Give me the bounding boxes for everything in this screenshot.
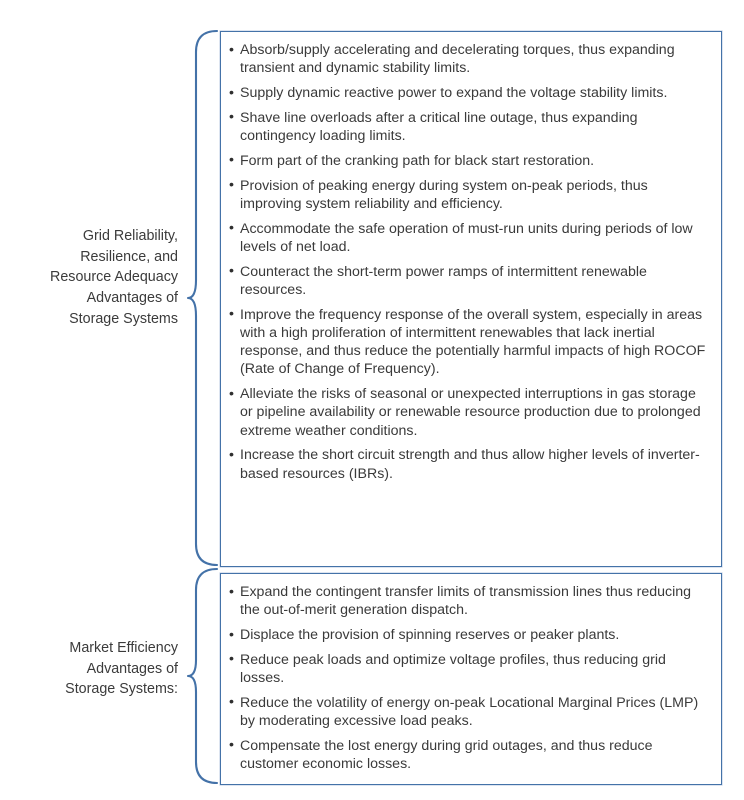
label-line: Grid Reliability,	[82, 228, 178, 244]
label-line: Storage Systems:	[65, 681, 178, 698]
label-line: Resource Adequacy	[50, 269, 178, 286]
list-item: Absorb/supply accelerating and decelerat…	[229, 41, 711, 78]
list-item: Reduce the volatility of energy on-peak …	[229, 693, 711, 731]
label-line: Storage Systems	[69, 310, 178, 327]
bullet-list-grid-reliability: Absorb/supply accelerating and decelerat…	[229, 41, 711, 483]
bullet-list-market-efficiency: Expand the contingent transfer limits of…	[229, 583, 711, 773]
list-item: Supply dynamic reactive power to expand …	[229, 83, 711, 102]
list-item: Accommodate the safe operation of must-r…	[229, 219, 711, 257]
label-line: Advantages of	[86, 660, 178, 677]
content-box-grid-reliability: Absorb/supply accelerating and decelerat…	[220, 31, 722, 567]
curly-brace-icon-market-efficiency	[186, 567, 219, 785]
list-item: Compensate the lost energy during grid o…	[229, 736, 711, 774]
label-line: Market Efficiency	[69, 640, 178, 656]
section-label-market-efficiency: Market Efficiency Advantages of Storage …	[8, 638, 178, 700]
content-box-market-efficiency: Expand the contingent transfer limits of…	[220, 573, 722, 785]
list-item: Reduce peak loads and optimize voltage p…	[229, 650, 711, 688]
list-item: Alleviate the risks of seasonal or unexp…	[229, 385, 711, 440]
list-item: Increase the short circuit strength and …	[229, 446, 711, 483]
list-item: Displace the provision of spinning reser…	[229, 625, 711, 644]
label-line: Advantages of	[86, 290, 178, 307]
section-label-grid-reliability: Grid Reliability, Resilience, and Resour…	[8, 226, 178, 330]
list-item: Shave line overloads after a critical li…	[229, 108, 711, 146]
curly-brace-icon-grid-reliability	[186, 29, 219, 567]
list-item: Improve the frequency response of the ov…	[229, 305, 711, 379]
list-item: Counteract the short-term power ramps of…	[229, 262, 711, 300]
list-item: Provision of peaking energy during syste…	[229, 176, 711, 214]
list-item: Form part of the cranking path for black…	[229, 151, 711, 170]
list-item: Expand the contingent transfer limits of…	[229, 583, 711, 620]
label-line: Resilience, and	[80, 248, 178, 265]
